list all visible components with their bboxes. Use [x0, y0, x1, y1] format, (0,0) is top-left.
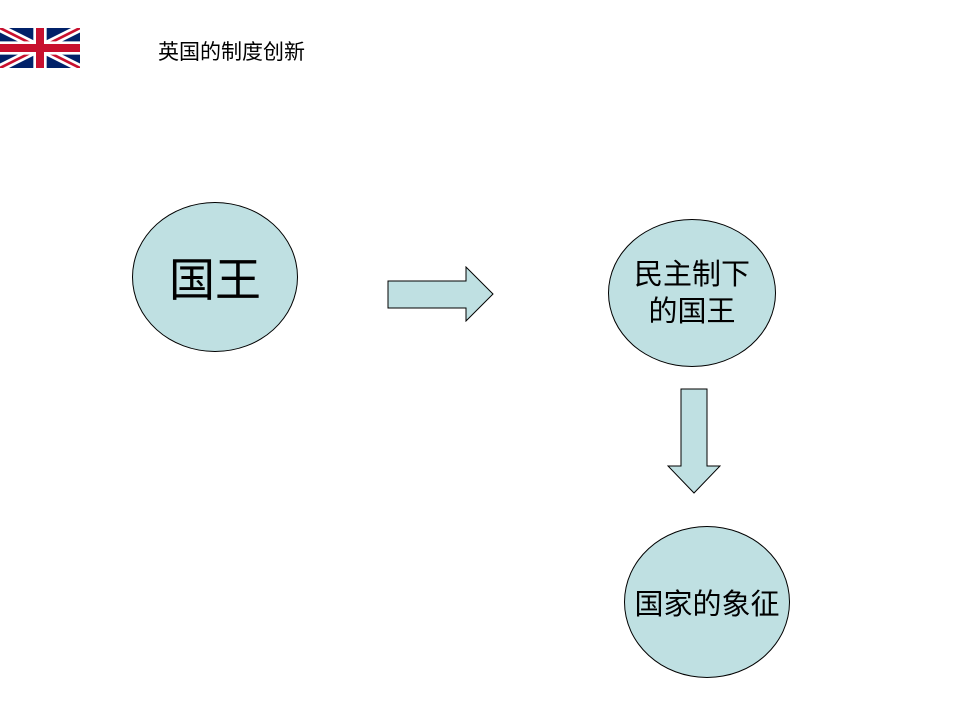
- node-symbol: 国家的象征: [624, 526, 790, 678]
- node-symbol-label: 国家的象征: [634, 587, 780, 621]
- node-constitutional-king: 民主制下的国王: [608, 219, 776, 367]
- node-king-label: 国王: [169, 253, 261, 307]
- arrow-down-icon: [667, 388, 721, 494]
- slide-title: 英国的制度创新: [158, 40, 305, 64]
- node-king: 国王: [132, 202, 298, 352]
- arrow-right-icon: [387, 266, 494, 322]
- uk-flag-icon: [0, 28, 80, 68]
- node-constitutional-king-label: 民主制下的国王: [633, 257, 750, 328]
